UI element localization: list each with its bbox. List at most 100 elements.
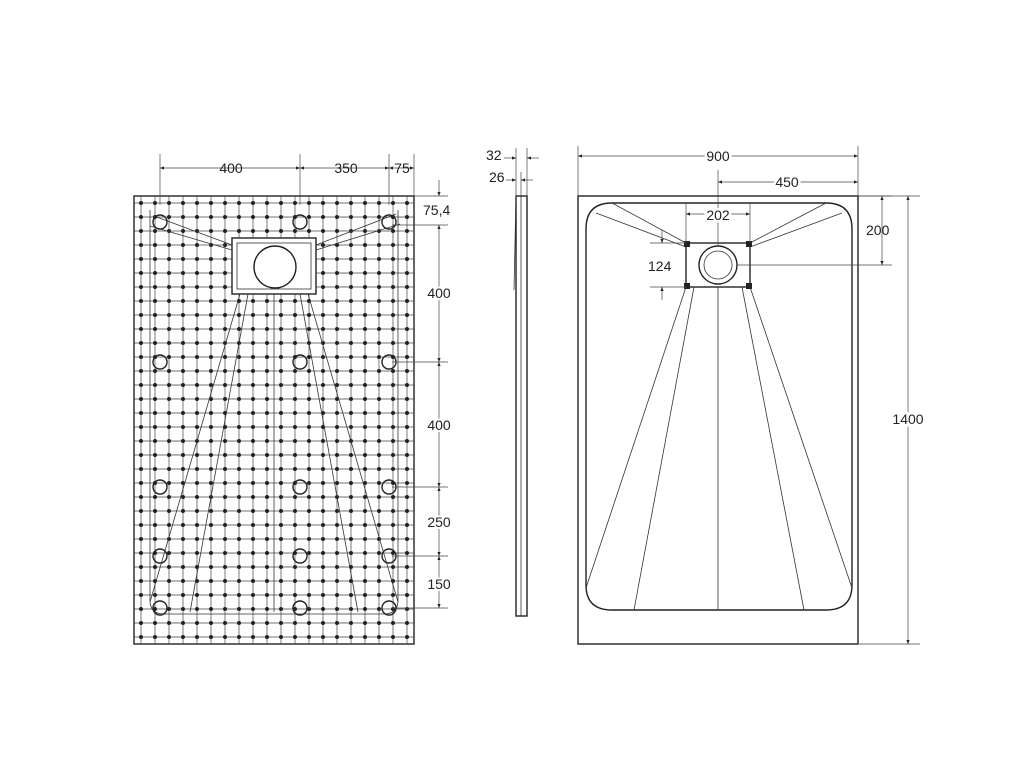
rib-node (279, 607, 283, 611)
rib-node (223, 523, 227, 527)
rib-node (223, 313, 227, 317)
rib-node (153, 411, 157, 415)
rib-node (195, 537, 199, 541)
rib-node (349, 383, 353, 387)
rib-node (335, 285, 339, 289)
rib-node (251, 579, 255, 583)
tray-drain-corner (746, 241, 752, 247)
dim-label-400-a: 400 (427, 285, 451, 301)
rib-node (223, 551, 227, 555)
tray-drain-corner (684, 283, 690, 289)
rib-node (153, 425, 157, 429)
rib-node (167, 397, 171, 401)
rib-node (293, 369, 297, 373)
rib-node (293, 229, 297, 233)
rib-node (153, 397, 157, 401)
rib-node (209, 411, 213, 415)
rib-node (181, 271, 185, 275)
rib-node (139, 439, 143, 443)
rib-node (307, 621, 311, 625)
rib-node (167, 257, 171, 261)
rib-node (321, 271, 325, 275)
rib-node (181, 397, 185, 401)
rib-node (377, 621, 381, 625)
rib-node (321, 509, 325, 513)
rib-node (405, 537, 409, 541)
tray-slope-line (749, 286, 853, 589)
rib-node (349, 257, 353, 261)
rib-node (391, 565, 395, 569)
rib-node (265, 481, 269, 485)
rib-node (279, 593, 283, 597)
rib-node (223, 537, 227, 541)
underside-feet (152, 214, 397, 616)
rib-node (139, 467, 143, 471)
rib-node (209, 481, 213, 485)
rib-node (139, 299, 143, 303)
rib-node (153, 271, 157, 275)
rib-node (251, 383, 255, 387)
underside-slope-line (149, 225, 233, 251)
rib-node (405, 467, 409, 471)
rib-node (237, 229, 241, 233)
rib-node (251, 537, 255, 541)
rib-node (223, 481, 227, 485)
rib-node (321, 285, 325, 289)
rib-node (181, 439, 185, 443)
underside-view: 400 350 75 75,4 400 400 250 150 (133, 154, 453, 645)
rib-node (335, 523, 339, 527)
rib-node (335, 481, 339, 485)
rib-node (195, 355, 199, 359)
rib-node (377, 509, 381, 513)
rib-node (167, 551, 171, 555)
rib-node (265, 397, 269, 401)
rib-node (223, 327, 227, 331)
rib-node (265, 439, 269, 443)
rib-node (391, 201, 395, 205)
rib-node (251, 299, 255, 303)
rib-node (265, 201, 269, 205)
rib-node (209, 285, 213, 289)
rib-node (167, 201, 171, 205)
rib-node (335, 313, 339, 317)
rib-node (321, 607, 325, 611)
rib-node (195, 257, 199, 261)
rib-node (167, 621, 171, 625)
dim-label-32: 32 (486, 147, 502, 163)
rib-node (405, 369, 409, 373)
rib-node (153, 229, 157, 233)
rib-node (251, 621, 255, 625)
rib-node (139, 495, 143, 499)
rib-node (167, 271, 171, 275)
rib-node (279, 411, 283, 415)
rib-node (321, 397, 325, 401)
rib-node (279, 537, 283, 541)
dim-label-1400: 1400 (892, 411, 923, 427)
rib-node (195, 299, 199, 303)
rib-node (335, 635, 339, 639)
rib-node (279, 355, 283, 359)
rib-node (195, 383, 199, 387)
rib-node (363, 369, 367, 373)
rib-node (405, 593, 409, 597)
rib-node (377, 635, 381, 639)
rib-node (335, 271, 339, 275)
rib-node (335, 299, 339, 303)
rib-node (181, 467, 185, 471)
rib-node (223, 397, 227, 401)
tray-slope-line (595, 212, 687, 248)
rib-node (279, 565, 283, 569)
rib-node (349, 621, 353, 625)
rib-node (181, 299, 185, 303)
tray-drain-inner (703, 250, 733, 280)
rib-node (265, 299, 269, 303)
rib-node (139, 509, 143, 513)
rib-node (391, 383, 395, 387)
rib-node (209, 215, 213, 219)
rib-node (251, 565, 255, 569)
dim-label-900: 900 (706, 148, 730, 164)
rib-node (391, 635, 395, 639)
rib-node (405, 607, 409, 611)
rib-node (293, 579, 297, 583)
rib-node (279, 481, 283, 485)
